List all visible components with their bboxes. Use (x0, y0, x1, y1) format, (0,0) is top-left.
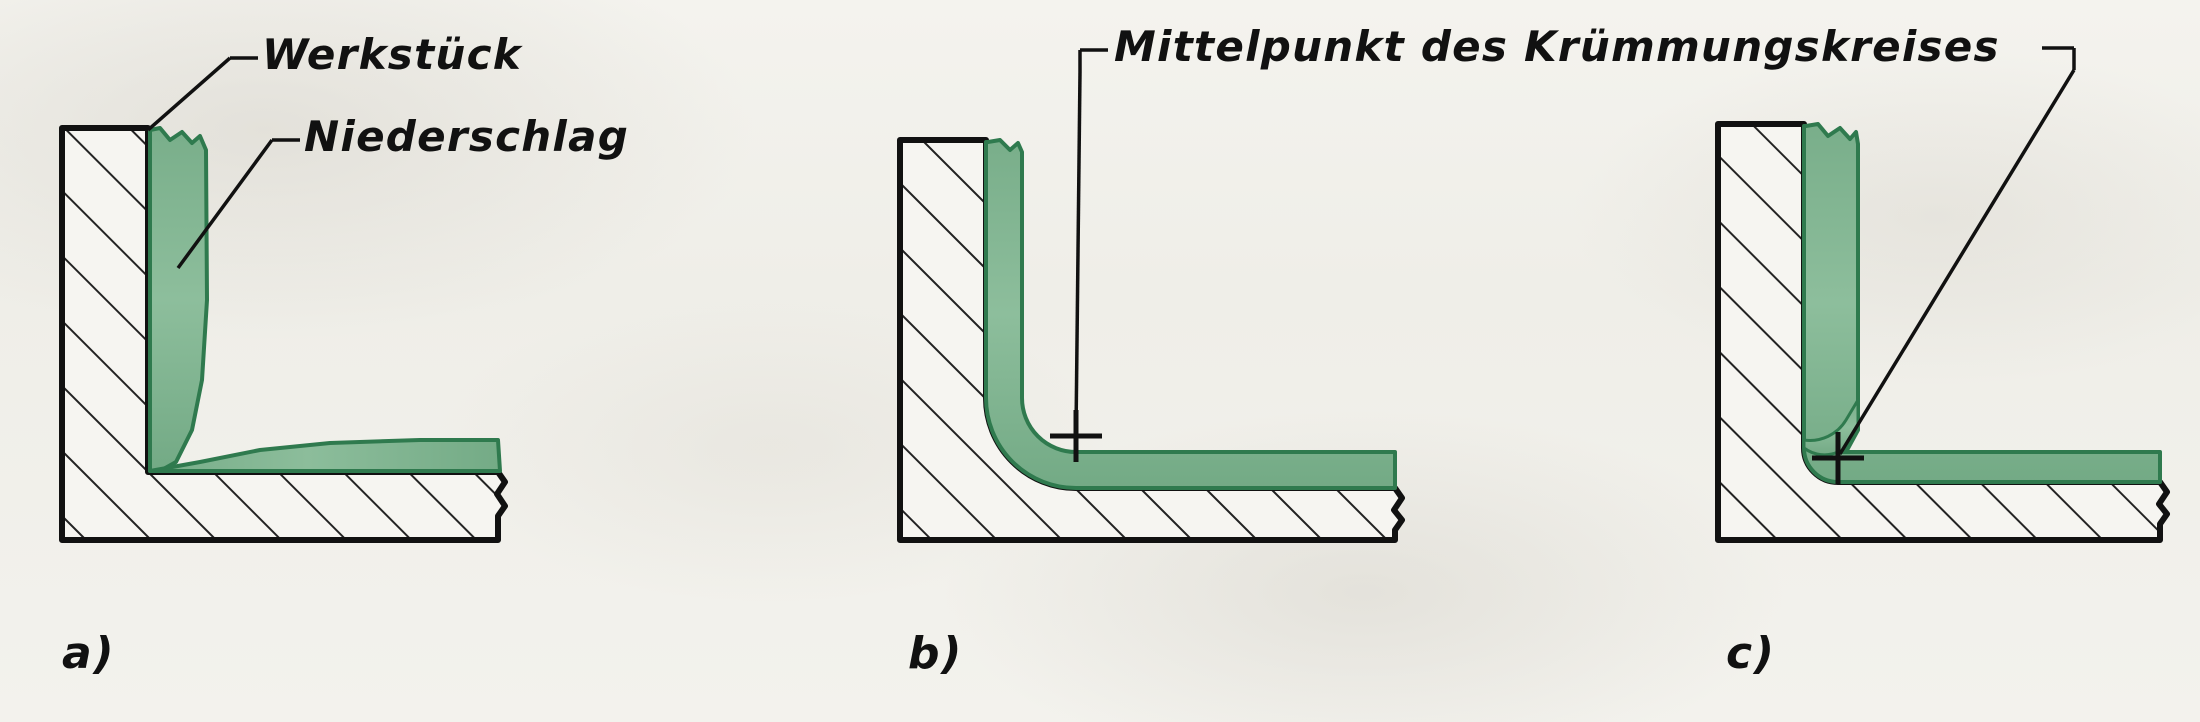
panel-label-a: a) (62, 628, 116, 679)
panel-b-group (897, 48, 1405, 543)
panel-a-substrate (59, 125, 508, 543)
panel-c-center-mark (1812, 432, 1864, 484)
panel-b-substrate (897, 137, 1405, 543)
panel-b-coating (984, 138, 1397, 490)
panel-a-coating-vertical (148, 126, 209, 473)
callout-mittelpunkt: Mittelpunkt des Krümmungskreises (1114, 22, 2000, 71)
panel-a-leader-lines (146, 56, 300, 270)
panel-a-coating-horizontal (148, 438, 502, 473)
panel-c-substrate (1715, 121, 2170, 543)
panel-c-leader-line (1838, 46, 2076, 455)
panel-label-c: c) (1726, 628, 1776, 679)
panel-c-group (1715, 46, 2170, 543)
callout-niederschlag: Niederschlag (304, 112, 630, 161)
callout-werkstueck: Werkstück (262, 30, 522, 79)
panel-label-b: b) (908, 628, 964, 679)
panel-b-leader-line (1074, 48, 1108, 433)
